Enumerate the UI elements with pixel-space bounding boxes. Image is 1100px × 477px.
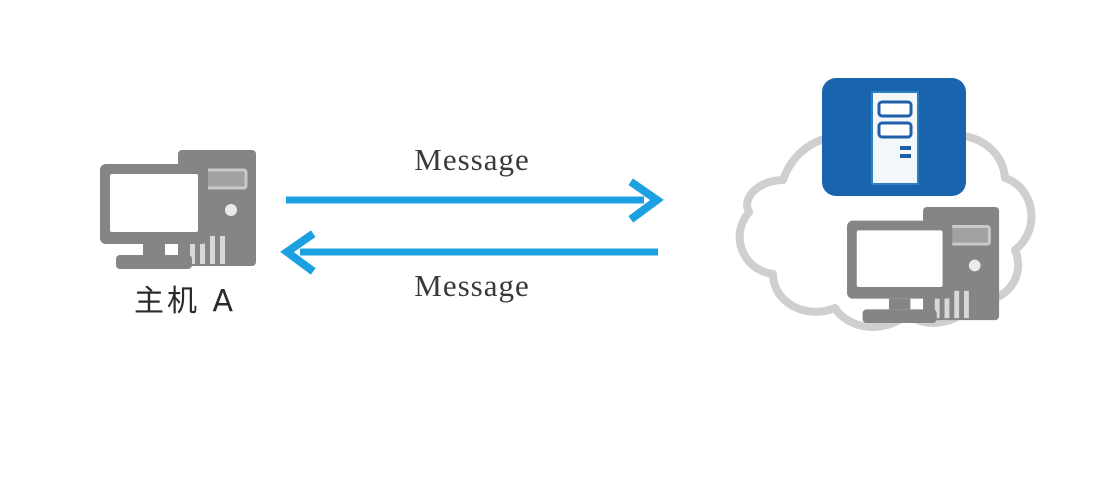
node-host-a[interactable]: 主机 A xyxy=(100,148,270,328)
arrow-label-outbound: Message xyxy=(414,142,530,177)
server-badge-icon xyxy=(822,78,966,196)
node-network-cloud[interactable] xyxy=(655,78,1055,350)
message-arrow-group: Message Message xyxy=(272,140,672,315)
arrow-label-inbound: Message xyxy=(414,268,530,303)
arrow-inbound xyxy=(280,230,658,275)
cloud-desktop-computer-icon xyxy=(847,205,1003,327)
arrow-outbound xyxy=(286,178,664,223)
desktop-computer-icon xyxy=(100,148,260,273)
node-label-host-a: 主机 A xyxy=(133,284,237,319)
